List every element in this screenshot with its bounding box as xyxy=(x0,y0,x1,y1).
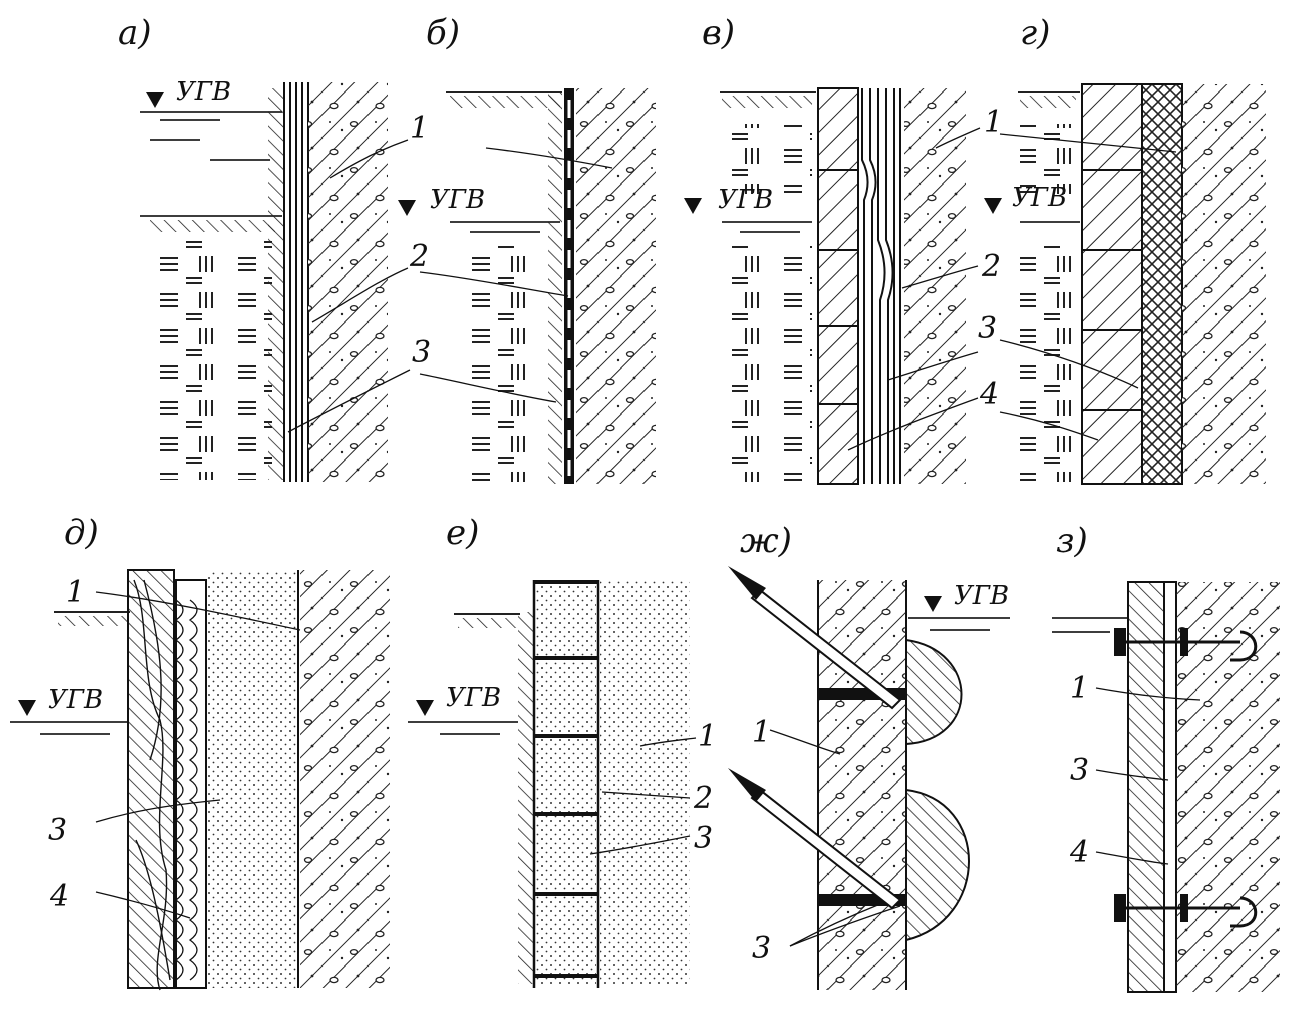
arrow-icon xyxy=(728,566,766,600)
waterproofing-layer xyxy=(1141,83,1183,485)
callout-1: 1 xyxy=(66,575,85,610)
concrete-wall xyxy=(300,570,390,988)
clay-lock xyxy=(127,569,175,989)
soil-fill xyxy=(148,240,272,480)
panel-e-letter: е) xyxy=(446,513,479,553)
panel-d-letter: д) xyxy=(64,513,99,553)
waterproofing-panels xyxy=(536,582,596,986)
callout-1: 1 xyxy=(698,719,717,754)
panel-g-letter: г) xyxy=(1020,13,1050,53)
sand-fill xyxy=(600,580,690,986)
concrete-wall xyxy=(1176,582,1280,992)
callout-1: 1 xyxy=(1070,671,1089,706)
concrete-wall xyxy=(904,88,966,484)
anchor-bolt xyxy=(1114,630,1258,928)
water-level-marker-icon xyxy=(18,700,36,716)
panel-v-ugv-label: УГВ xyxy=(718,185,773,215)
callout-3: 3 xyxy=(412,335,431,370)
panel-z-letter: з) xyxy=(1056,521,1088,561)
panel-d: д) УГВ 1 3 4 xyxy=(10,513,390,991)
panel-zh-ugv-label: УГВ xyxy=(954,581,1009,611)
callout-3: 3 xyxy=(752,931,771,966)
panel-zh: ж) УГВ 1 3 xyxy=(728,521,1010,990)
callout-2: 2 xyxy=(409,239,429,274)
callout-4: 4 xyxy=(1069,835,1089,870)
water-level-marker-icon xyxy=(924,596,942,612)
callout-3: 3 xyxy=(1070,753,1089,788)
callout-1: 1 xyxy=(752,715,771,750)
panel-v-letter: в) xyxy=(702,13,735,53)
concrete-wall xyxy=(818,580,906,990)
water-level-marker-icon xyxy=(416,700,434,716)
panel-b-letter: б) xyxy=(426,13,460,53)
panel-v: в) УГВ 2 xyxy=(684,13,1001,485)
concrete-wall xyxy=(1182,84,1266,484)
panel-a: а) УГВ 1 2 3 xyxy=(118,13,431,482)
sand-fill xyxy=(206,570,298,988)
water-level-marker-icon xyxy=(146,92,164,108)
callout-3: 3 xyxy=(694,821,713,856)
grout-bulb xyxy=(905,638,970,942)
leader-lines xyxy=(287,139,411,433)
waterproofing-layers xyxy=(861,88,901,484)
panel-g-ugv-label: УГВ xyxy=(1012,183,1067,213)
callout-2: 2 xyxy=(981,249,1001,284)
panel-a-letter: а) xyxy=(118,13,152,53)
arrow-icon xyxy=(728,768,766,802)
callout-3: 3 xyxy=(978,311,997,346)
callout-1: 1 xyxy=(984,105,1003,140)
panel-e: е) УГВ 1 2 3 xyxy=(408,513,717,988)
panel-e-ugv-label: УГВ xyxy=(446,683,501,713)
panel-z: з) 1 3 4 xyxy=(1052,521,1280,993)
brick-protective-wall xyxy=(817,87,859,485)
callout-2: 2 xyxy=(693,781,713,816)
protective-wall xyxy=(1127,581,1165,993)
callout-1: 1 xyxy=(410,111,429,146)
callout-4: 4 xyxy=(49,879,69,914)
concrete-wall xyxy=(576,88,656,484)
panel-b-ugv-label: УГВ xyxy=(430,185,485,215)
panel-g: г) УГВ 1 3 4 xyxy=(978,13,1266,485)
water-level-marker-icon xyxy=(398,200,416,216)
water-level-marker-icon xyxy=(984,198,1002,214)
concrete-wall xyxy=(308,82,388,482)
panel-a-ugv-label: УГВ xyxy=(176,77,231,107)
water-level-marker-icon xyxy=(684,198,702,214)
panel-b: б) УГВ xyxy=(398,13,656,484)
panel-d-ugv-label: УГВ xyxy=(48,685,103,715)
waterproofing-layers xyxy=(283,82,309,482)
callout-4: 4 xyxy=(979,377,999,412)
callout-3: 3 xyxy=(48,813,67,848)
panel-zh-letter: ж) xyxy=(740,521,792,561)
